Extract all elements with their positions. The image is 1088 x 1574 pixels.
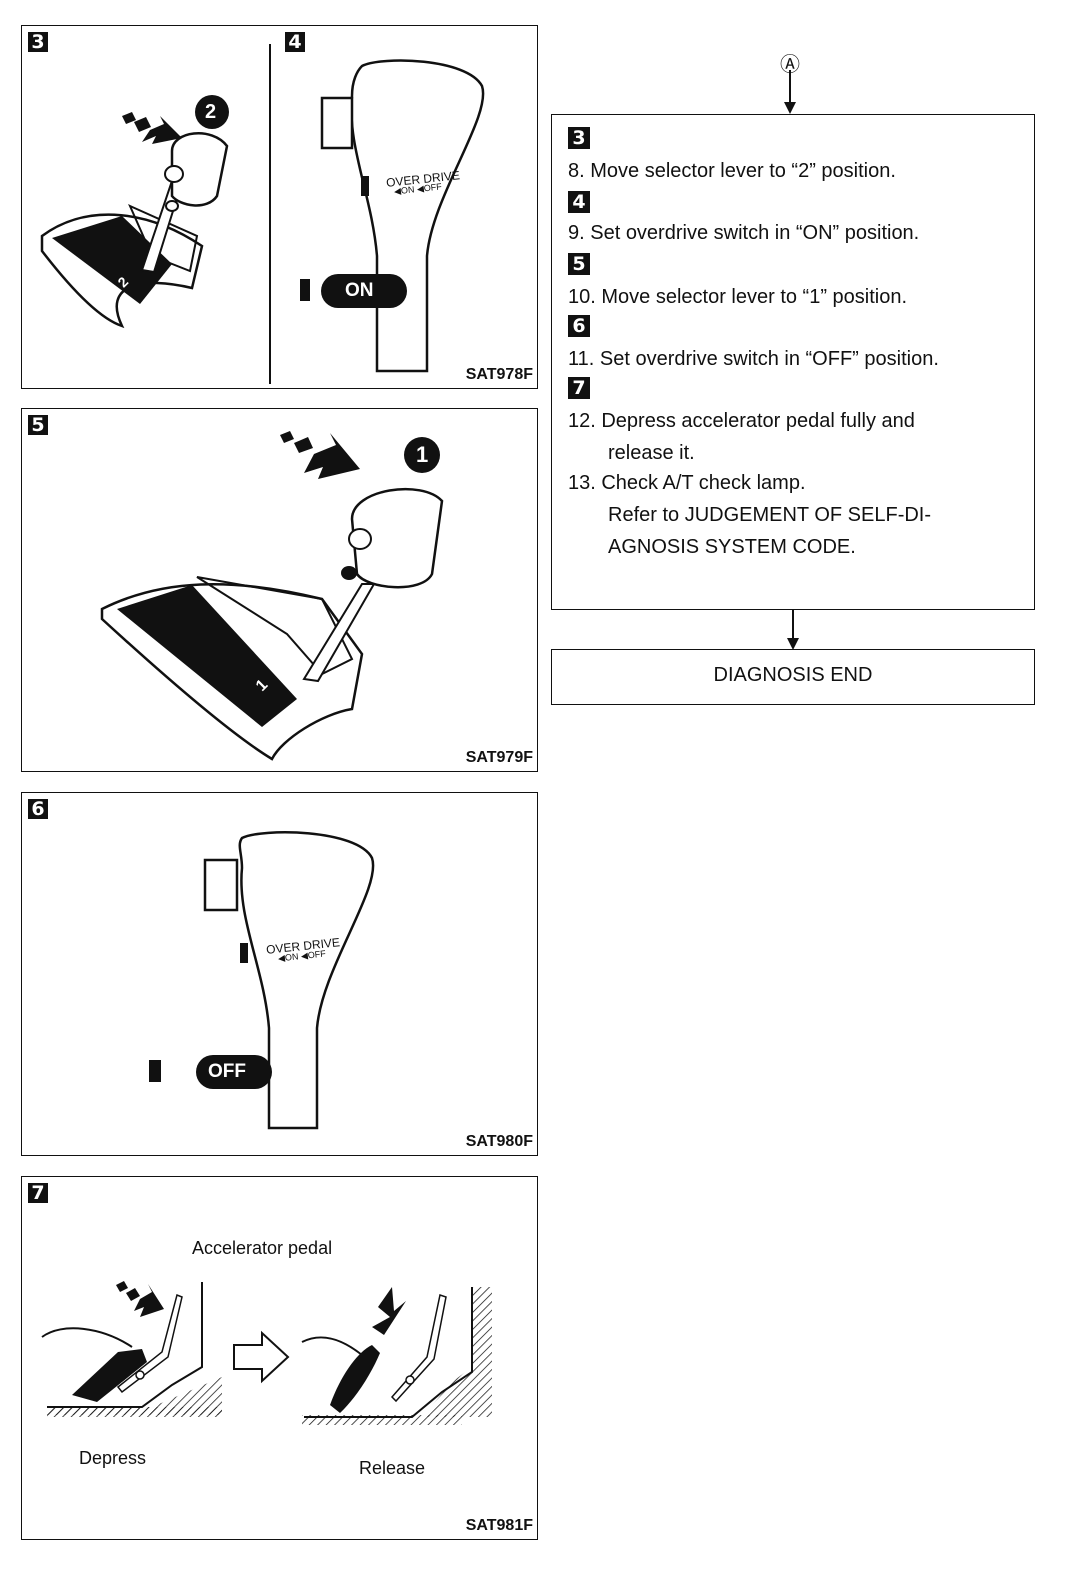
panel-step-6: 6 OVER DRIVE ◀ON ◀OFF OFF SAT980F	[21, 792, 538, 1156]
selector-position-1-illustration	[100, 431, 444, 761]
instr-step-6-badge: 6	[568, 315, 590, 337]
instr-line-13b: Refer to JUDGEMENT OF SELF-DI-	[608, 504, 932, 526]
move-arrow-icon	[122, 112, 182, 144]
off-label: OFF	[208, 1061, 246, 1082]
figure-code-sat979f: SAT979F	[465, 749, 533, 766]
instr-line-8: 8. Move selector lever to “2” position.	[568, 160, 896, 182]
selector-knob	[238, 831, 375, 1130]
instr-step-4-badge: 4	[568, 191, 590, 213]
figure-code-sat981f: SAT981F	[465, 1517, 533, 1534]
step-6-badge: 6	[28, 799, 48, 819]
gear-1-marker	[404, 437, 440, 473]
overdrive-off-illustration	[149, 831, 375, 1130]
instr-line-12a: 12. Depress accelerator pedal fully and	[568, 410, 915, 432]
instr-line-10: 10. Move selector lever to “1” position.	[568, 286, 908, 308]
transition-arrow-icon	[233, 1330, 290, 1384]
arrow-down-icon	[787, 610, 799, 650]
knob-button	[203, 858, 239, 912]
knob-button	[320, 96, 354, 150]
instruction-box: 3 8. Move selector lever to “2” position…	[551, 114, 1035, 610]
instr-line-13c: AGNOSIS SYSTEM CODE.	[608, 536, 856, 558]
accelerator-pedal-title: Accelerator pedal	[192, 1238, 333, 1258]
pedal-released	[330, 1345, 380, 1413]
selector-and-switch-illustration	[40, 44, 485, 384]
step-3-badge: 3	[28, 32, 48, 52]
arrow-down-icon	[784, 70, 796, 114]
diagnosis-end-box: DIAGNOSIS END	[551, 649, 1035, 705]
instr-step-5-badge: 5	[568, 253, 590, 275]
step-7-badge: 7	[28, 1183, 48, 1203]
gear-1-label: 1	[416, 442, 429, 467]
on-label: ON	[345, 280, 374, 301]
step-5-badge: 5	[28, 415, 48, 435]
connector-a: Ⓐ	[780, 54, 800, 76]
instr-line-9: 9. Set overdrive switch in “ON” position…	[568, 222, 920, 244]
panel-step-7: 7 Accelerator pedal Depress R	[21, 1176, 538, 1540]
instr-step-3-badge: 3	[568, 127, 590, 149]
step-4-badge: 4	[285, 32, 305, 52]
figure-code-sat980f: SAT980F	[465, 1133, 533, 1150]
figure-code-sat978f: SAT978F	[465, 366, 533, 383]
off-switch-graphic	[196, 1055, 272, 1089]
press-arrow-icon	[116, 1281, 164, 1317]
gear-2-label: 2	[205, 101, 217, 123]
instr-step-7-badge: 7	[568, 377, 590, 399]
accelerator-pedal-illustration	[41, 1281, 492, 1425]
release-label: Release	[359, 1458, 426, 1478]
selector-knob	[350, 59, 485, 373]
on-switch-graphic	[321, 274, 407, 308]
gear-2-marker	[195, 95, 229, 129]
release-arrow-icon	[372, 1287, 406, 1335]
pedal-depressed	[72, 1349, 147, 1402]
instr-line-12b: release it.	[608, 442, 695, 464]
panel-step-5: 5 1 1 SAT979F	[21, 408, 538, 772]
instr-line-13: 13. Check A/T check lamp.	[568, 472, 806, 494]
panel-steps-3-4: 3 4 2 2 OVER DRIVE ◀ON ◀OFF ON SAT978F	[21, 25, 538, 389]
move-arrow-icon	[280, 431, 360, 479]
depress-label: Depress	[79, 1448, 147, 1468]
instr-line-11: 11. Set overdrive switch in “OFF” positi…	[568, 348, 939, 370]
